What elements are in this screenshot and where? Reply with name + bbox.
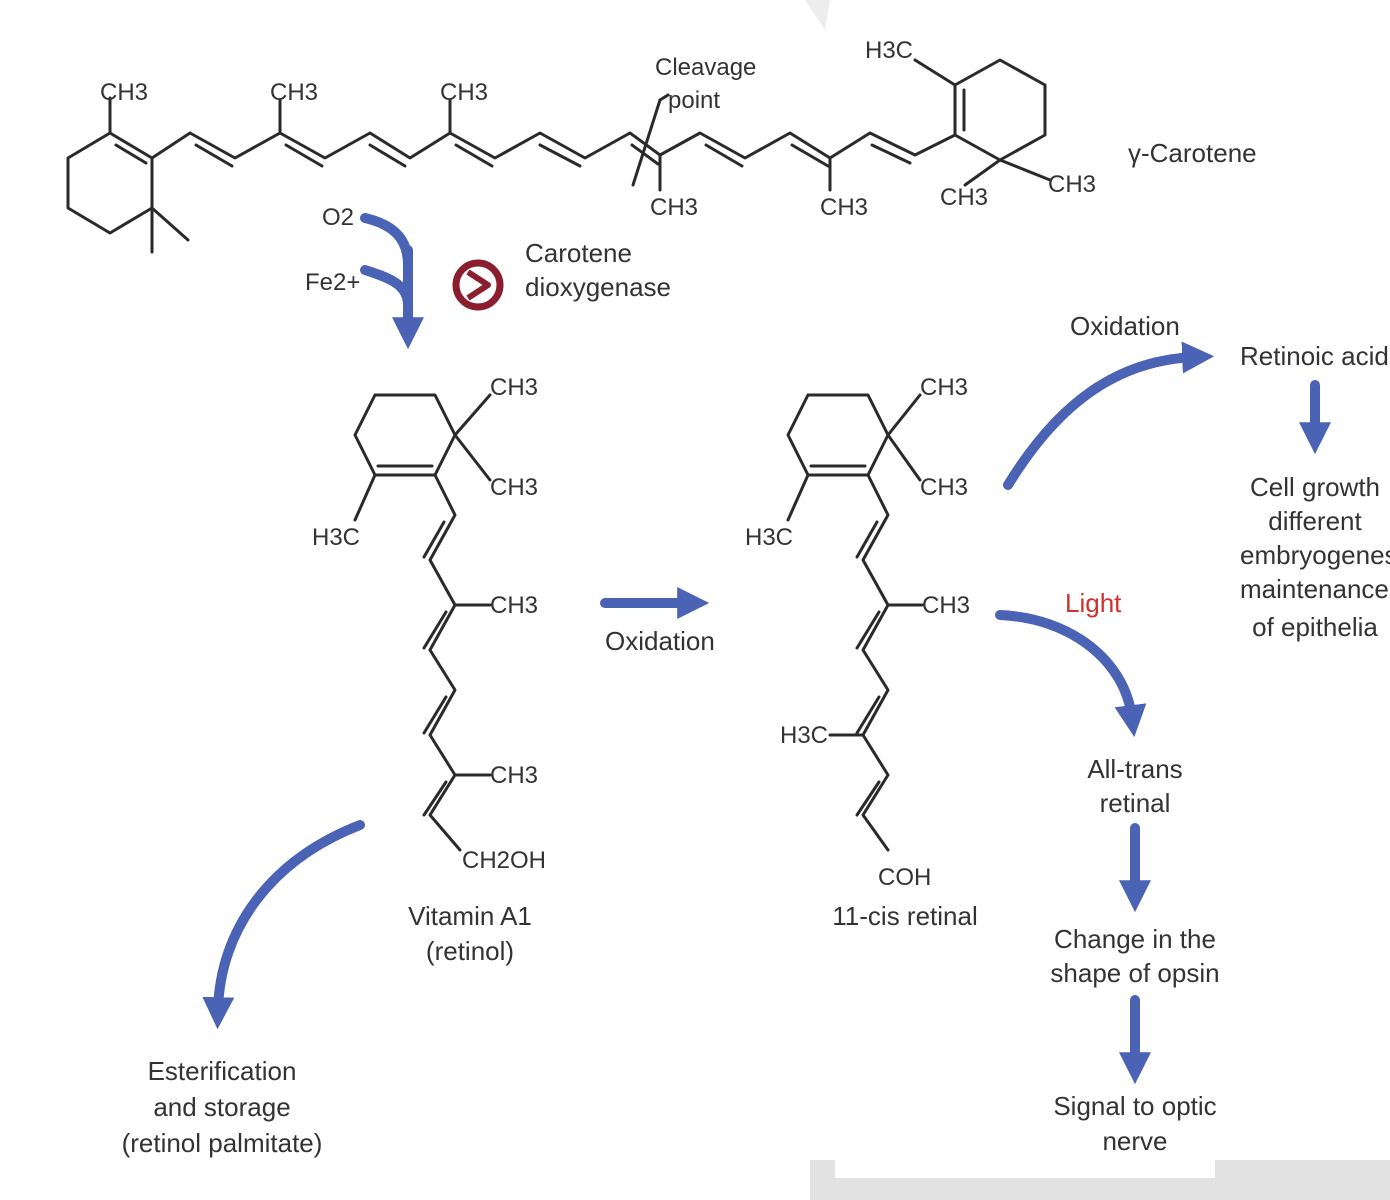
carotene-ch3-a: CH3 [100,79,148,106]
carotene-ch3-c: CH3 [440,79,488,106]
retinal-structure [786,393,924,852]
inhibitor-circle-icon [452,259,504,311]
esterification-arc-arrow [202,820,365,1030]
retinol-name-line2: (retinol) [426,936,514,966]
retinal-ch3-3: CH3 [922,592,970,619]
carotene-ch3-b: CH3 [270,79,318,106]
retinal-h3c-1: H3C [745,524,793,551]
background-frame [805,0,1390,1200]
cell-growth-line4: maintenance [1240,574,1389,604]
retinal-ch3-2: CH3 [920,474,968,501]
cleavage-reaction-arrow [360,213,425,350]
all-trans-line2: retinal [1100,788,1171,818]
cleavage-label-line1: Cleavage [655,54,756,81]
light-arc-arrow [995,610,1147,738]
retinol-structure [353,393,492,852]
cell-growth-line1: Cell growth [1250,472,1380,502]
enzyme-name-line2: dioxygenase [525,272,671,302]
carotene-ch3-d: CH3 [650,194,698,221]
reagent-fe: Fe2+ [305,269,360,296]
enzyme-name-line1: Carotene [525,238,632,268]
retinoic-acid-label: Retinoic acid [1240,341,1389,371]
all-trans-line1: All-trans [1087,754,1182,784]
carotene-name: γ-Carotene [1128,138,1257,168]
retinol-ch3-1: CH3 [490,374,538,401]
opsin-line2: shape of opsin [1050,958,1219,988]
light-label: Light [1065,588,1122,618]
opsin-line1: Change in the [1054,924,1216,954]
cell-growth-line5: of epithelia [1252,612,1378,642]
carotene-ch3-e: CH3 [820,194,868,221]
retinol-ch3-3: CH3 [490,592,538,619]
gamma-carotene-structure [66,58,1052,254]
oxidation-label-top: Oxidation [1070,311,1180,341]
retinal-ch3-1: CH3 [920,374,968,401]
carotene-ch3-f: CH3 [940,184,988,211]
esterification-line2: and storage [153,1092,290,1122]
esterification-line1: Esterification [148,1056,297,1086]
carotene-h3c: H3C [865,37,913,64]
oxidation-label-mid: Oxidation [605,626,715,656]
cell-growth-line2: different [1268,506,1362,536]
retinal-name: 11-cis retinal [832,901,977,931]
retinal-h3c-2: H3C [780,722,828,749]
oxidation-arc-arrow [1003,341,1215,490]
carotene-ch3-g: CH3 [1048,171,1096,198]
signal-line2: nerve [1102,1126,1167,1156]
cleavage-label-line2: point [668,87,720,114]
retinal-coh: COH [878,864,931,891]
esterification-line3: (retinol palmitate) [122,1128,323,1158]
retinol-ch3-2: CH3 [490,474,538,501]
retinol-h3c: H3C [312,524,360,551]
retinol-name-line1: Vitamin A1 [408,901,532,931]
signal-line1: Signal to optic [1053,1091,1216,1121]
retinol-ch3-4: CH3 [490,762,538,789]
cell-growth-line3: embryogenesis [1240,540,1390,570]
reagent-o2: O2 [322,204,354,231]
retinol-ch2oh: CH2OH [462,847,546,874]
